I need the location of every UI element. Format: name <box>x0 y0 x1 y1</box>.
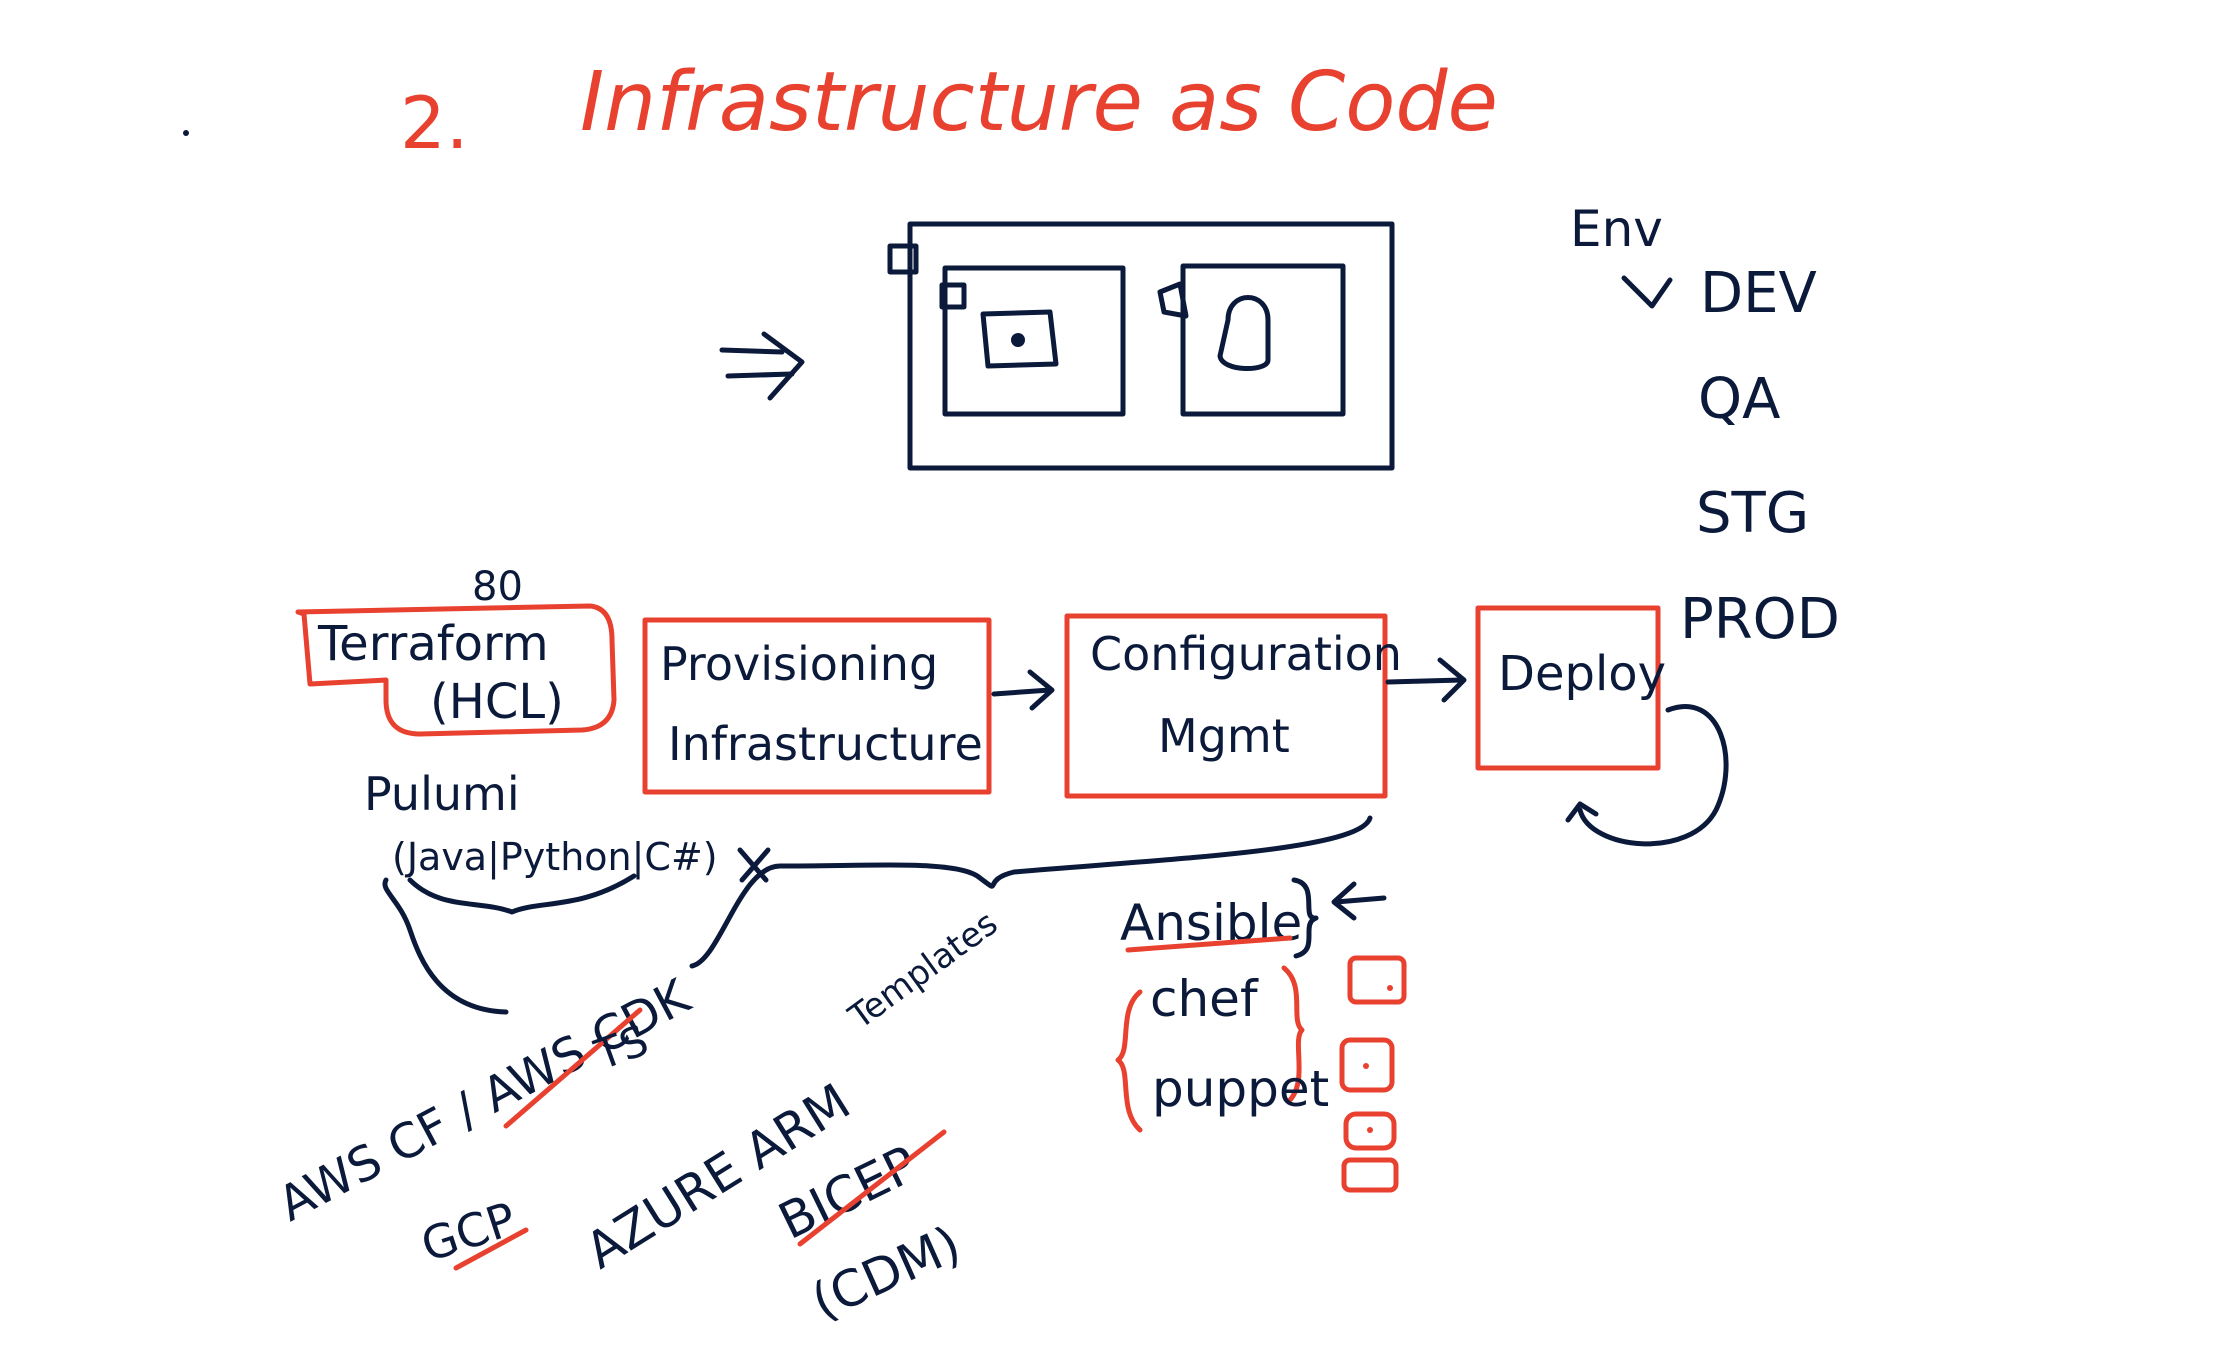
arrow-config-to-deploy <box>1385 657 1467 703</box>
config-tools-group: Ansible chef puppet <box>1115 877 1407 1193</box>
pulumi-group: Pulumi (Java|Python|C#) <box>364 767 718 1015</box>
env-item-prod: PROD <box>1680 587 1840 652</box>
arrow-prov-to-config <box>991 669 1055 711</box>
server-box-right <box>1180 263 1346 417</box>
puppet-label: puppet <box>1152 1060 1329 1118</box>
vm-icon <box>980 309 1059 369</box>
feedback-arrowhead <box>737 847 771 883</box>
env-item-qa: QA <box>1698 367 1780 432</box>
right-node <box>1157 281 1189 319</box>
db-icon <box>1217 295 1271 372</box>
config-line1: Configuration <box>1090 627 1402 681</box>
env-list: Env DEV QA STG PROD <box>1570 200 1840 652</box>
pulumi-langs: (Java|Python|C#) <box>392 835 718 880</box>
feedback-curve <box>689 815 1373 969</box>
env-item-dev: DEV <box>1700 261 1817 326</box>
double-arrow-icon <box>719 331 805 401</box>
server-box-left <box>942 265 1126 417</box>
hcl-label: (HCL) <box>430 674 564 730</box>
azure-group: AZURE ARM Templates BICEP (CDM) <box>576 903 1006 1331</box>
deploy-box: Deploy <box>1475 605 1666 771</box>
server-node-2 <box>1339 1037 1395 1093</box>
terraform-group: 80 Terraform (HCL) <box>295 564 617 737</box>
ports-label: 80 <box>472 564 523 610</box>
chef-label: chef <box>1150 970 1259 1028</box>
env-arrow-icon <box>1621 275 1673 309</box>
deploy-label: Deploy <box>1498 646 1666 702</box>
provisioning-line2: Infrastructure <box>668 717 983 771</box>
stray-dot <box>183 130 189 136</box>
left-node <box>939 282 967 310</box>
deploy-loop-arrow <box>1565 704 1729 847</box>
gcp-group: GCP <box>415 1192 529 1272</box>
ansible-arrow-icon <box>1331 881 1387 921</box>
page-title: Infrastructure as Code <box>580 55 1498 150</box>
title-number: 2. <box>400 81 469 165</box>
env-label: Env <box>1570 200 1663 258</box>
server-node-4 <box>1341 1157 1399 1193</box>
server-node-1 <box>1347 955 1407 1005</box>
pulumi-label: Pulumi <box>364 767 520 821</box>
corner-node <box>887 243 919 275</box>
infrastructure-sketch <box>887 221 1395 471</box>
configuration-box: Configuration Mgmt <box>1064 613 1402 799</box>
templates-label: Templates <box>841 903 1005 1038</box>
provisioning-line1: Provisioning <box>660 637 938 691</box>
config-line2: Mgmt <box>1158 709 1290 763</box>
server-node-3 <box>1343 1111 1397 1151</box>
env-item-stg: STG <box>1696 481 1809 546</box>
terraform-label: Terraform <box>317 616 549 672</box>
provisioning-box: Provisioning Infrastructure <box>642 617 992 795</box>
